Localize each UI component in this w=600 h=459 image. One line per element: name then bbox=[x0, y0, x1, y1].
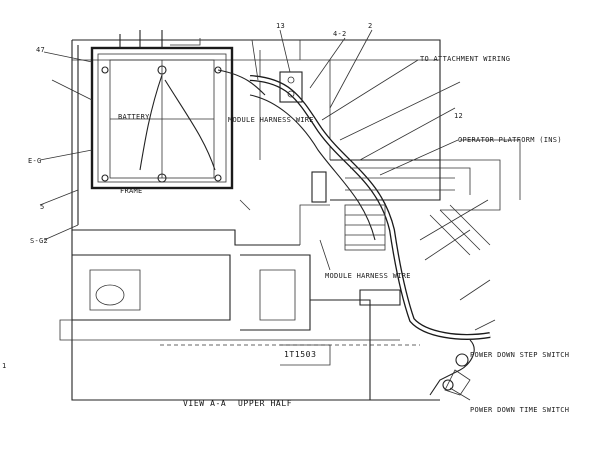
power-down-time-label: POWER DOWN TIME SWITCH bbox=[470, 406, 569, 414]
attachment-wiring-label: TO ATTACHMENT WIRING bbox=[420, 55, 510, 63]
battery-label: BATTERY bbox=[118, 113, 150, 121]
left-callout-5: 5 bbox=[40, 203, 45, 211]
top-callout-2: 2 bbox=[368, 22, 373, 30]
frame-label: FRAME bbox=[120, 187, 143, 195]
module-harness-mid-label: MODULE HARNESS WIRE bbox=[325, 272, 411, 280]
left-callout-47: 47 bbox=[36, 46, 45, 54]
right-callout-12: 12 bbox=[454, 112, 463, 120]
switch-knob bbox=[455, 353, 469, 367]
side-callout: 4-2 bbox=[333, 30, 347, 38]
operator-platform-label: OPERATOR PLATFORM (INS) bbox=[458, 136, 562, 144]
top-callout-13: 13 bbox=[276, 22, 285, 30]
view-label: VIEW A-A bbox=[183, 399, 226, 408]
connector-block bbox=[311, 171, 327, 203]
relay-block bbox=[279, 71, 303, 103]
module-harness-top-label: MODULE HARNESS WIRE bbox=[228, 116, 314, 124]
left-label-sg2: S-G2 bbox=[30, 237, 48, 245]
upper-half-label: UPPER HALF bbox=[238, 399, 292, 408]
part-number-label: 1T1503 bbox=[284, 350, 317, 359]
left-label-eg: E-G bbox=[28, 157, 42, 165]
power-down-step-label: POWER DOWN STEP SWITCH bbox=[470, 351, 569, 359]
bottom-left-mark: 1 bbox=[2, 362, 7, 370]
